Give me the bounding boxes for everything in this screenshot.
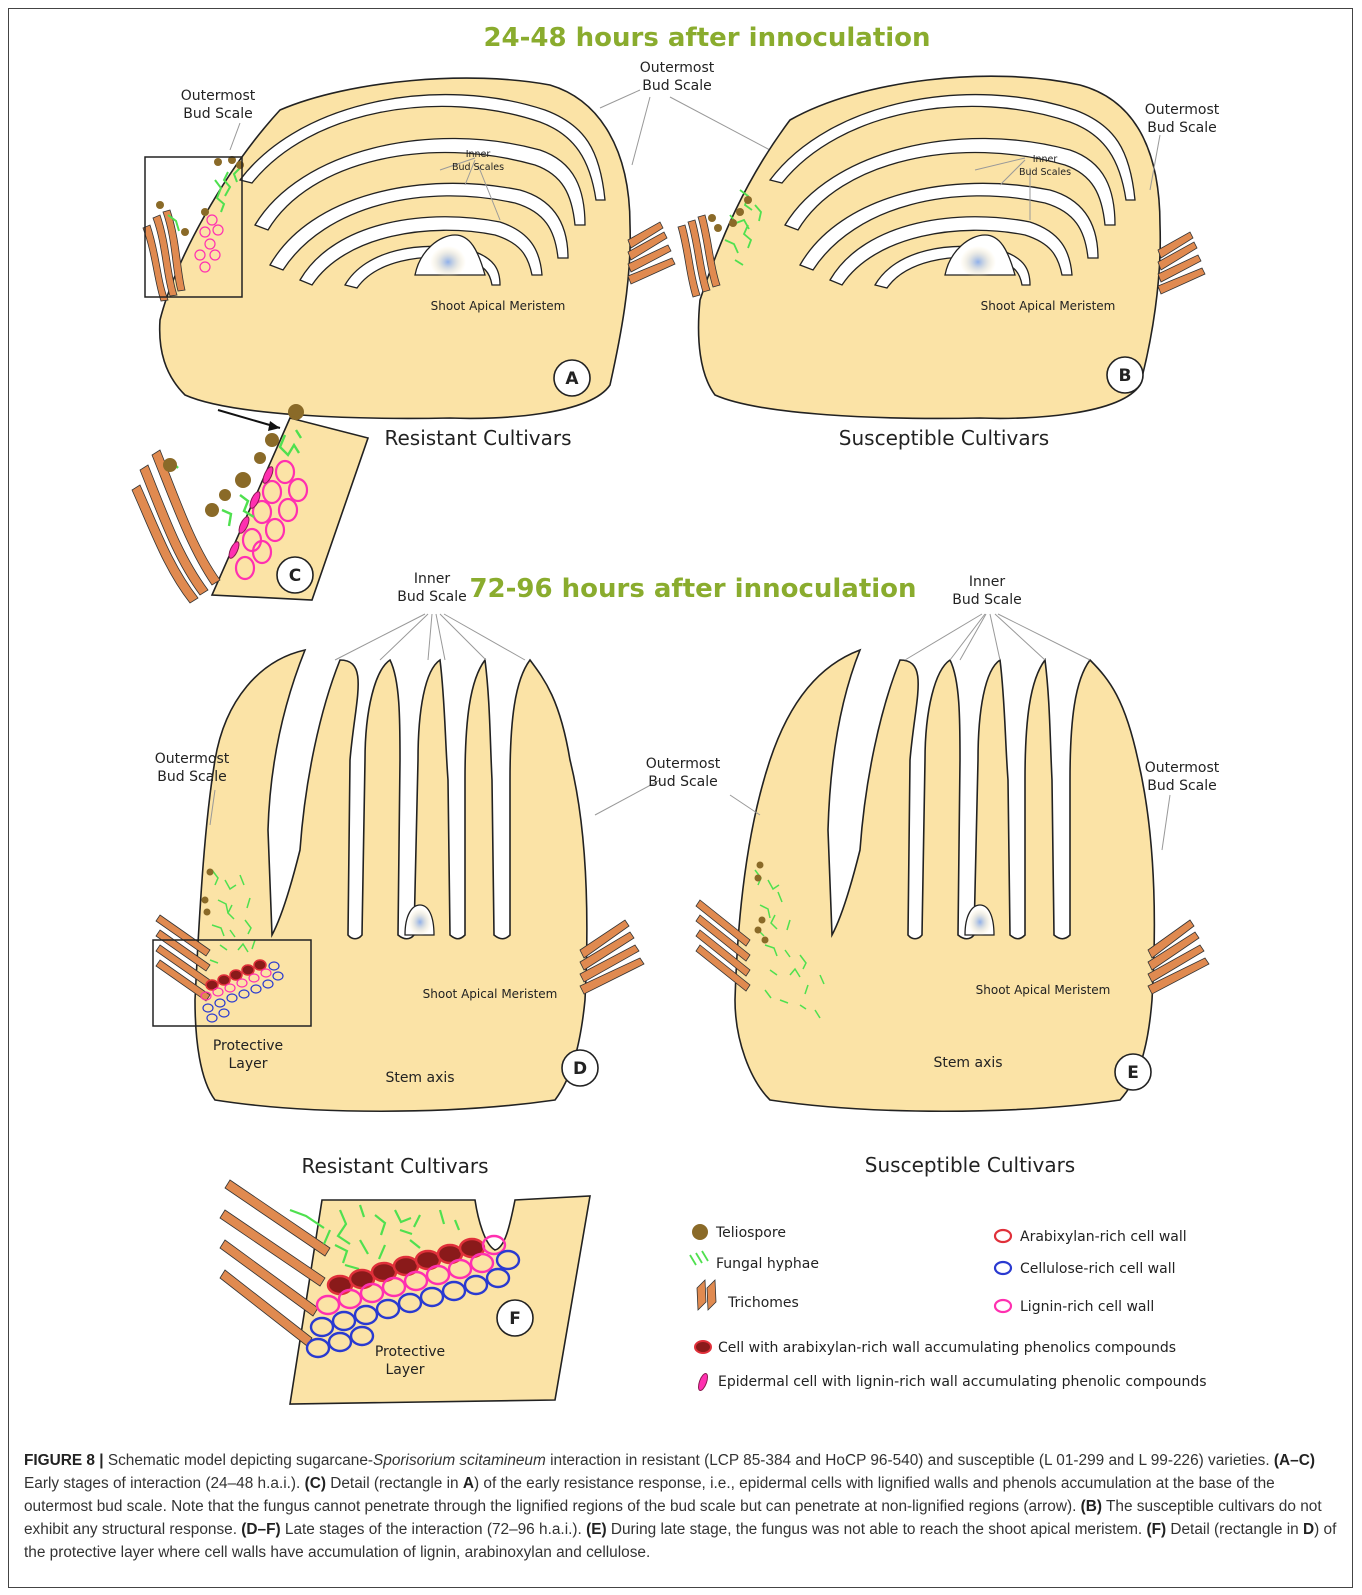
panel-e-bud	[696, 614, 1209, 1111]
legend-trichome-label: Trichomes	[727, 1295, 799, 1311]
label-stem-d: Stem axis	[385, 1070, 454, 1086]
label-outermost-b2: Bud Scale	[1147, 120, 1216, 136]
label-sam-e: Shoot Apical Meristem	[976, 983, 1111, 997]
panel-label-f: F	[509, 1309, 521, 1329]
caption-text-8: During late stage, the fungus was not ab…	[607, 1521, 1147, 1538]
caption-text-7: Late stages of the interaction (72–96 h.…	[281, 1521, 586, 1538]
caption-ref-df: (D–F)	[241, 1521, 280, 1538]
label-inner-scales-a1: Inner	[466, 149, 491, 160]
caption-ref-c: (C)	[305, 1475, 326, 1492]
panel-label-c: C	[289, 566, 301, 586]
label-outermost-a1: Outermost	[181, 88, 256, 104]
label-outermost-e1: Outermost	[1145, 760, 1220, 776]
caption-ref-f: (F)	[1146, 1521, 1166, 1538]
caption-ref-d: D	[1303, 1521, 1314, 1538]
label-outermost-ab1: Outermost	[640, 60, 715, 76]
caption-ref-ac: (A–C)	[1274, 1452, 1315, 1469]
label-outermost-e2: Bud Scale	[1147, 778, 1216, 794]
title-late: 72-96 hours after innoculation	[469, 574, 916, 604]
caption-ref-e: (E)	[586, 1521, 607, 1538]
label-inner-e2: Bud Scale	[952, 592, 1021, 608]
label-inner-d1: Inner	[414, 571, 450, 587]
caption-text-9: Detail (rectangle in	[1166, 1521, 1303, 1538]
label-sam-b: Shoot Apical Meristem	[981, 299, 1116, 313]
label-inner-d2: Bud Scale	[397, 589, 466, 605]
label-inner-scales-b2: Bud Scales	[1019, 167, 1071, 178]
panel-a-bud	[143, 78, 770, 418]
label-susceptible-late: Susceptible Cultivars	[865, 1153, 1075, 1177]
legend-hyphae-label: Fungal hyphae	[716, 1256, 819, 1272]
label-susceptible-early: Susceptible Cultivars	[839, 426, 1049, 450]
legend-trichome-symbol	[697, 1280, 716, 1310]
label-protective-d1: Protective	[213, 1038, 283, 1054]
label-outermost-a2: Bud Scale	[183, 106, 252, 122]
caption-species: Sporisorium scitamineum	[373, 1452, 546, 1469]
schematic-diagram: 24-48 hours after innoculation 72-96 hou…	[0, 0, 1362, 1440]
label-protective-f2: Layer	[385, 1362, 424, 1378]
label-sam-d: Shoot Apical Meristem	[423, 987, 558, 1001]
caption-text-4: Detail (rectangle in	[326, 1475, 463, 1492]
label-resistant-early: Resistant Cultivars	[384, 426, 571, 450]
legend-arabixylan-label: Arabixylan-rich cell wall	[1020, 1229, 1187, 1245]
panel-label-d: D	[573, 1059, 587, 1079]
label-inner-scales-b1: Inner	[1033, 154, 1058, 165]
label-inner-scales-a2: Bud Scales	[452, 162, 504, 173]
panel-label-a: A	[565, 369, 579, 389]
caption-ref-a: A	[463, 1475, 474, 1492]
label-inner-e1: Inner	[969, 574, 1005, 590]
caption-text-3: Early stages of interaction (24–48 h.a.i…	[24, 1475, 305, 1492]
panel-label-b: B	[1119, 366, 1132, 386]
panel-label-e: E	[1127, 1063, 1139, 1083]
legend-teliospore-symbol	[692, 1224, 708, 1240]
label-outermost-b1: Outermost	[1145, 102, 1220, 118]
caption-label: FIGURE 8 |	[24, 1452, 104, 1469]
caption-text-1: Schematic model depicting sugarcane-	[104, 1452, 373, 1469]
figure-caption: FIGURE 8 | Schematic model depicting sug…	[24, 1449, 1340, 1564]
label-outermost-d2: Bud Scale	[157, 769, 226, 785]
caption-text-2: interaction in resistant (LCP 85-384 and…	[546, 1452, 1274, 1469]
panel-d-bud	[153, 614, 660, 1111]
legend-phenolic-arabixylan-symbol	[695, 1341, 711, 1353]
legend-phenolic-epidermal-label: Epidermal cell with lignin-rich wall acc…	[718, 1374, 1207, 1390]
label-outermost-d1: Outermost	[155, 751, 230, 767]
legend-phenolic-epidermal-symbol	[697, 1372, 710, 1391]
legend-lignin-symbol	[995, 1300, 1011, 1312]
label-outermost-ab2: Bud Scale	[642, 78, 711, 94]
legend-cellulose-label: Cellulose-rich cell wall	[1020, 1261, 1175, 1277]
label-sam-a: Shoot Apical Meristem	[431, 299, 566, 313]
label-outermost-de1: Outermost	[646, 756, 721, 772]
legend-lignin-label: Lignin-rich cell wall	[1020, 1299, 1154, 1315]
legend-cellulose-symbol	[995, 1262, 1011, 1274]
legend-phenolic-arabixylan-label: Cell with arabixylan-rich wall accumulat…	[718, 1340, 1176, 1356]
label-protective-d2: Layer	[228, 1056, 267, 1072]
label-protective-f1: Protective	[375, 1344, 445, 1360]
caption-ref-b: (B)	[1081, 1498, 1102, 1515]
legend-arabixylan-symbol	[995, 1230, 1011, 1242]
title-early: 24-48 hours after innoculation	[483, 23, 930, 53]
panel-c-detail	[132, 404, 368, 603]
legend-hyphae-symbol	[690, 1251, 708, 1265]
label-outermost-de2: Bud Scale	[648, 774, 717, 790]
legend-teliospore-label: Teliospore	[715, 1225, 786, 1241]
label-resistant-late: Resistant Cultivars	[301, 1154, 488, 1178]
label-stem-e: Stem axis	[933, 1055, 1002, 1071]
